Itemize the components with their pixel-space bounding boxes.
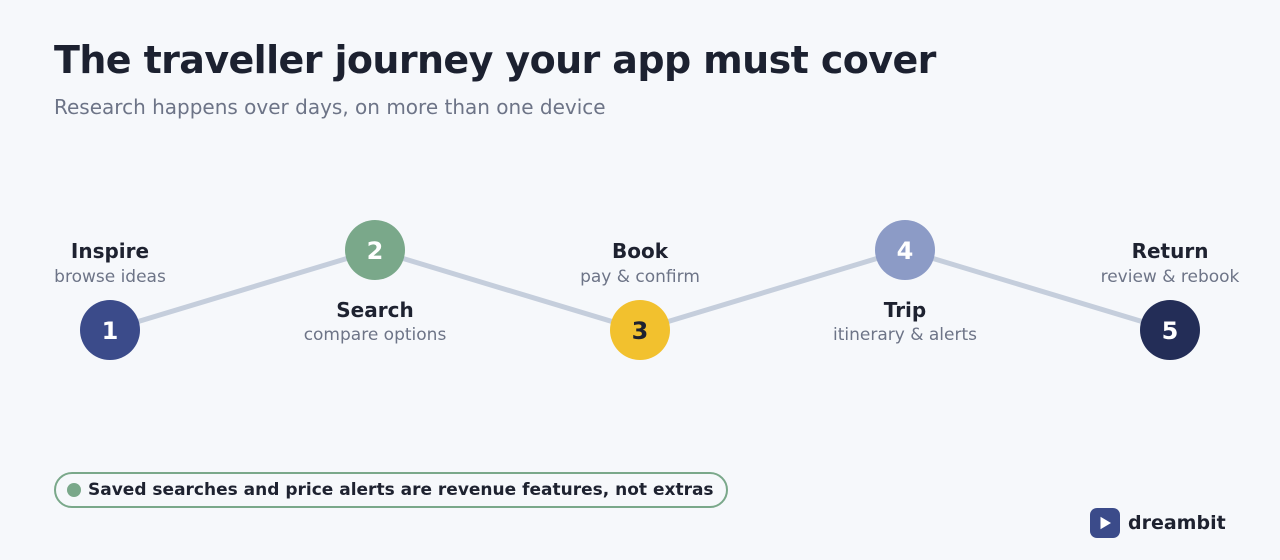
step-number: 1 (102, 317, 119, 345)
journey-connectors (107, 247, 1173, 333)
step-circle (1140, 300, 1200, 360)
step-label: Trip (884, 298, 926, 322)
callout-text: Saved searches and price alerts are reve… (88, 480, 714, 500)
connector-line (902, 247, 1173, 333)
step-circle (875, 220, 935, 280)
step-description: itinerary & alerts (833, 325, 977, 345)
callout-dot (67, 483, 81, 497)
journey-step: 1 Inspire browse ideas (54, 239, 166, 360)
step-label: Book (612, 239, 669, 263)
journey-step: 5 Return review & rebook (1101, 239, 1240, 360)
step-circle (80, 300, 140, 360)
brand-logo: dreambit (1090, 508, 1226, 538)
step-description: pay & confirm (580, 267, 700, 287)
step-number: 5 (1162, 317, 1179, 345)
step-number: 2 (367, 237, 384, 265)
page-subtitle: Research happens over days, on more than… (54, 95, 606, 119)
step-label: Search (336, 298, 413, 322)
journey-step: 3 Book pay & confirm (580, 239, 700, 360)
page-title: The traveller journey your app must cove… (54, 38, 936, 82)
play-icon (1090, 508, 1120, 538)
step-circle (345, 220, 405, 280)
connector-line (107, 247, 378, 333)
step-circle (610, 300, 670, 360)
step-label: Return (1132, 239, 1209, 263)
step-description: review & rebook (1101, 267, 1240, 287)
brand-name: dreambit (1128, 512, 1226, 534)
step-description: browse ideas (54, 267, 166, 287)
step-description: compare options (304, 325, 447, 345)
callout-pill: Saved searches and price alerts are reve… (54, 472, 728, 508)
step-number: 4 (897, 237, 914, 265)
step-label: Inspire (71, 239, 149, 263)
connector-line (637, 247, 908, 333)
step-number: 3 (632, 317, 649, 345)
connector-line (372, 247, 643, 333)
